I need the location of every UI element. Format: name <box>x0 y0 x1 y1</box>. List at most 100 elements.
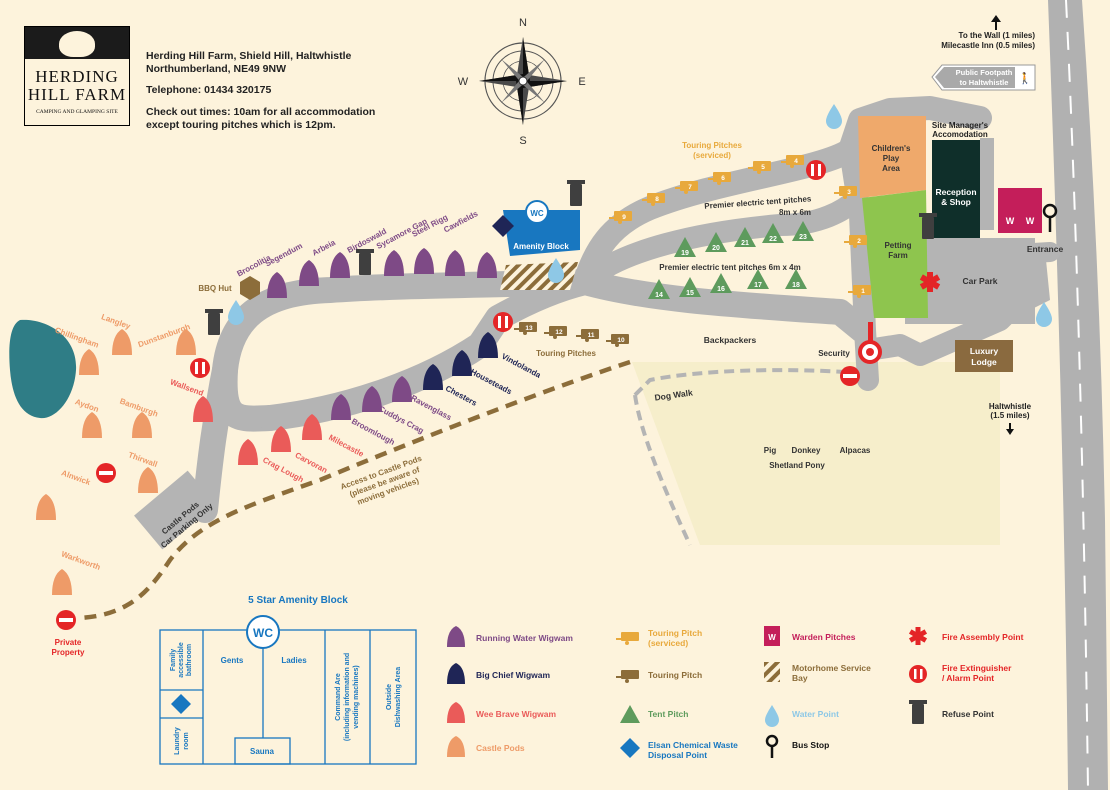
svg-text:W: W <box>1026 216 1035 226</box>
svg-text:Play: Play <box>883 154 900 163</box>
touring-pitch-number: 4 <box>794 158 798 165</box>
pitch-label: Cawfields <box>442 209 480 235</box>
touring-pitch-number: 11 <box>588 332 595 339</box>
wigwam-icon <box>331 394 351 420</box>
svg-text:Touring Pitch: Touring Pitch <box>648 628 702 638</box>
caravan-hitch <box>781 161 786 163</box>
wigwam-icon <box>330 252 350 278</box>
caravan-wheel <box>853 244 857 248</box>
pitch-label: Ravenglass <box>409 393 453 422</box>
svg-text:W: W <box>1006 216 1015 226</box>
svg-text:BBQ Hut: BBQ Hut <box>198 284 232 293</box>
caravan-hitch <box>609 217 614 219</box>
wigwam-icon <box>299 260 319 286</box>
caravan-icon <box>753 161 771 171</box>
caravan-icon <box>549 326 567 336</box>
wigwam-icon <box>445 250 465 276</box>
svg-text:Haltwhistle: Haltwhistle <box>989 402 1032 411</box>
svg-text:8m x 6m: 8m x 6m <box>779 208 811 217</box>
svg-text:Water Point: Water Point <box>792 709 839 719</box>
svg-text:Dishwashing Area: Dishwashing Area <box>395 667 402 728</box>
svg-text:Motorhome Service: Motorhome Service <box>792 663 871 673</box>
legend-motorhome-icon <box>764 662 780 682</box>
caravan-icon <box>786 155 804 165</box>
public-footpath-sign: Public Footpath to Haltwhistle 🚶 <box>931 64 1036 91</box>
legend-bus-icon <box>765 734 779 758</box>
caravan-hitch <box>642 199 647 201</box>
wigwam-icon <box>238 439 258 465</box>
svg-text:Pig: Pig <box>764 446 777 455</box>
svg-text:Castle Pods: Castle Pods <box>476 743 525 753</box>
svg-text:Backpackers: Backpackers <box>704 335 757 345</box>
svg-text:Luxury: Luxury <box>970 346 999 356</box>
tent-pitch-number: 20 <box>712 245 720 252</box>
caravan-wheel <box>585 338 589 342</box>
warden-pitches-building: W W <box>998 188 1042 233</box>
caravan-wheel <box>651 202 655 206</box>
telephone: Telephone: 01434 320175 <box>146 84 272 96</box>
no-entry-icon <box>56 463 116 630</box>
svg-text:Disposal Point: Disposal Point <box>648 750 707 760</box>
tent-pitch-icon <box>785 269 807 289</box>
fire-extinguisher-icon <box>190 160 826 378</box>
svg-text:Ladies: Ladies <box>281 656 307 665</box>
legend-water-icon <box>765 705 779 727</box>
legend-running-icon <box>447 626 465 647</box>
caravan-hitch <box>675 187 680 189</box>
castle-pod-icon <box>112 329 132 355</box>
refuse-point-icon <box>205 180 937 335</box>
svg-text:Lodge: Lodge <box>971 357 997 367</box>
svg-text:Security: Security <box>818 349 850 358</box>
caravan-icon <box>581 329 599 339</box>
castle-pod-icon <box>132 412 152 438</box>
amenity-block-building: WC Amenity Block <box>492 200 580 256</box>
reception-shop: Reception & Shop <box>932 140 980 238</box>
castle-pod-icon <box>52 569 72 595</box>
pitch-label: Segendum <box>264 241 304 268</box>
logo: HERDING HILL FARM CAMPING AND GLAMPING S… <box>24 26 130 126</box>
caravan-hitch <box>844 241 849 243</box>
caravan-icon <box>519 322 537 332</box>
svg-text:Car Park: Car Park <box>963 276 998 286</box>
pitch-label: Houseteads <box>469 367 514 396</box>
north-arrow-icon <box>991 15 1001 30</box>
svg-text:Gents: Gents <box>221 656 244 665</box>
wigwam-icon <box>302 414 322 440</box>
tent-pitch-number: 21 <box>741 240 749 247</box>
car-park-spur <box>1030 250 1050 310</box>
caravan-wheel <box>790 164 794 168</box>
wigwam-icon <box>193 396 213 422</box>
childrens-play-area: Children's Play Area <box>858 116 926 198</box>
wigwam-icon <box>414 248 434 274</box>
caravan-icon <box>680 181 698 191</box>
caravan-hitch <box>606 340 611 342</box>
svg-text:Family: Family <box>170 649 177 671</box>
svg-text:vending machines): vending machines) <box>353 665 360 728</box>
svg-text:Touring Pitches: Touring Pitches <box>536 349 596 358</box>
wigwam-icon <box>423 364 443 390</box>
svg-text:bathroom: bathroom <box>186 644 193 676</box>
svg-text:Wee Brave Wigwam: Wee Brave Wigwam <box>476 709 557 719</box>
svg-text:Donkey: Donkey <box>792 446 821 455</box>
caravan-icon <box>849 235 867 245</box>
touring-pitch-number: 8 <box>655 196 659 203</box>
svg-text:W: W <box>768 633 776 642</box>
petting-farm: Petting Farm <box>862 190 928 318</box>
pitch-label: Arbeia <box>311 238 338 258</box>
main-road <box>1048 0 1108 790</box>
svg-text:Farm: Farm <box>888 251 908 260</box>
legend-tent-icon <box>620 705 640 723</box>
svg-text:Amenity Block: Amenity Block <box>513 242 569 251</box>
wigwam-icon <box>271 426 291 452</box>
compass-rose-icon <box>479 37 567 125</box>
castle-pod-icon <box>79 349 99 375</box>
svg-text:Refuse Point: Refuse Point <box>942 709 994 719</box>
wigwam-icon <box>478 332 498 358</box>
svg-text:(serviced): (serviced) <box>648 638 688 648</box>
svg-text:/ Alarm Point: / Alarm Point <box>942 673 994 683</box>
svg-text:Reception: Reception <box>935 187 976 197</box>
caravan-wheel <box>717 181 721 185</box>
caravan-icon <box>713 172 731 182</box>
svg-text:N: N <box>519 17 527 29</box>
